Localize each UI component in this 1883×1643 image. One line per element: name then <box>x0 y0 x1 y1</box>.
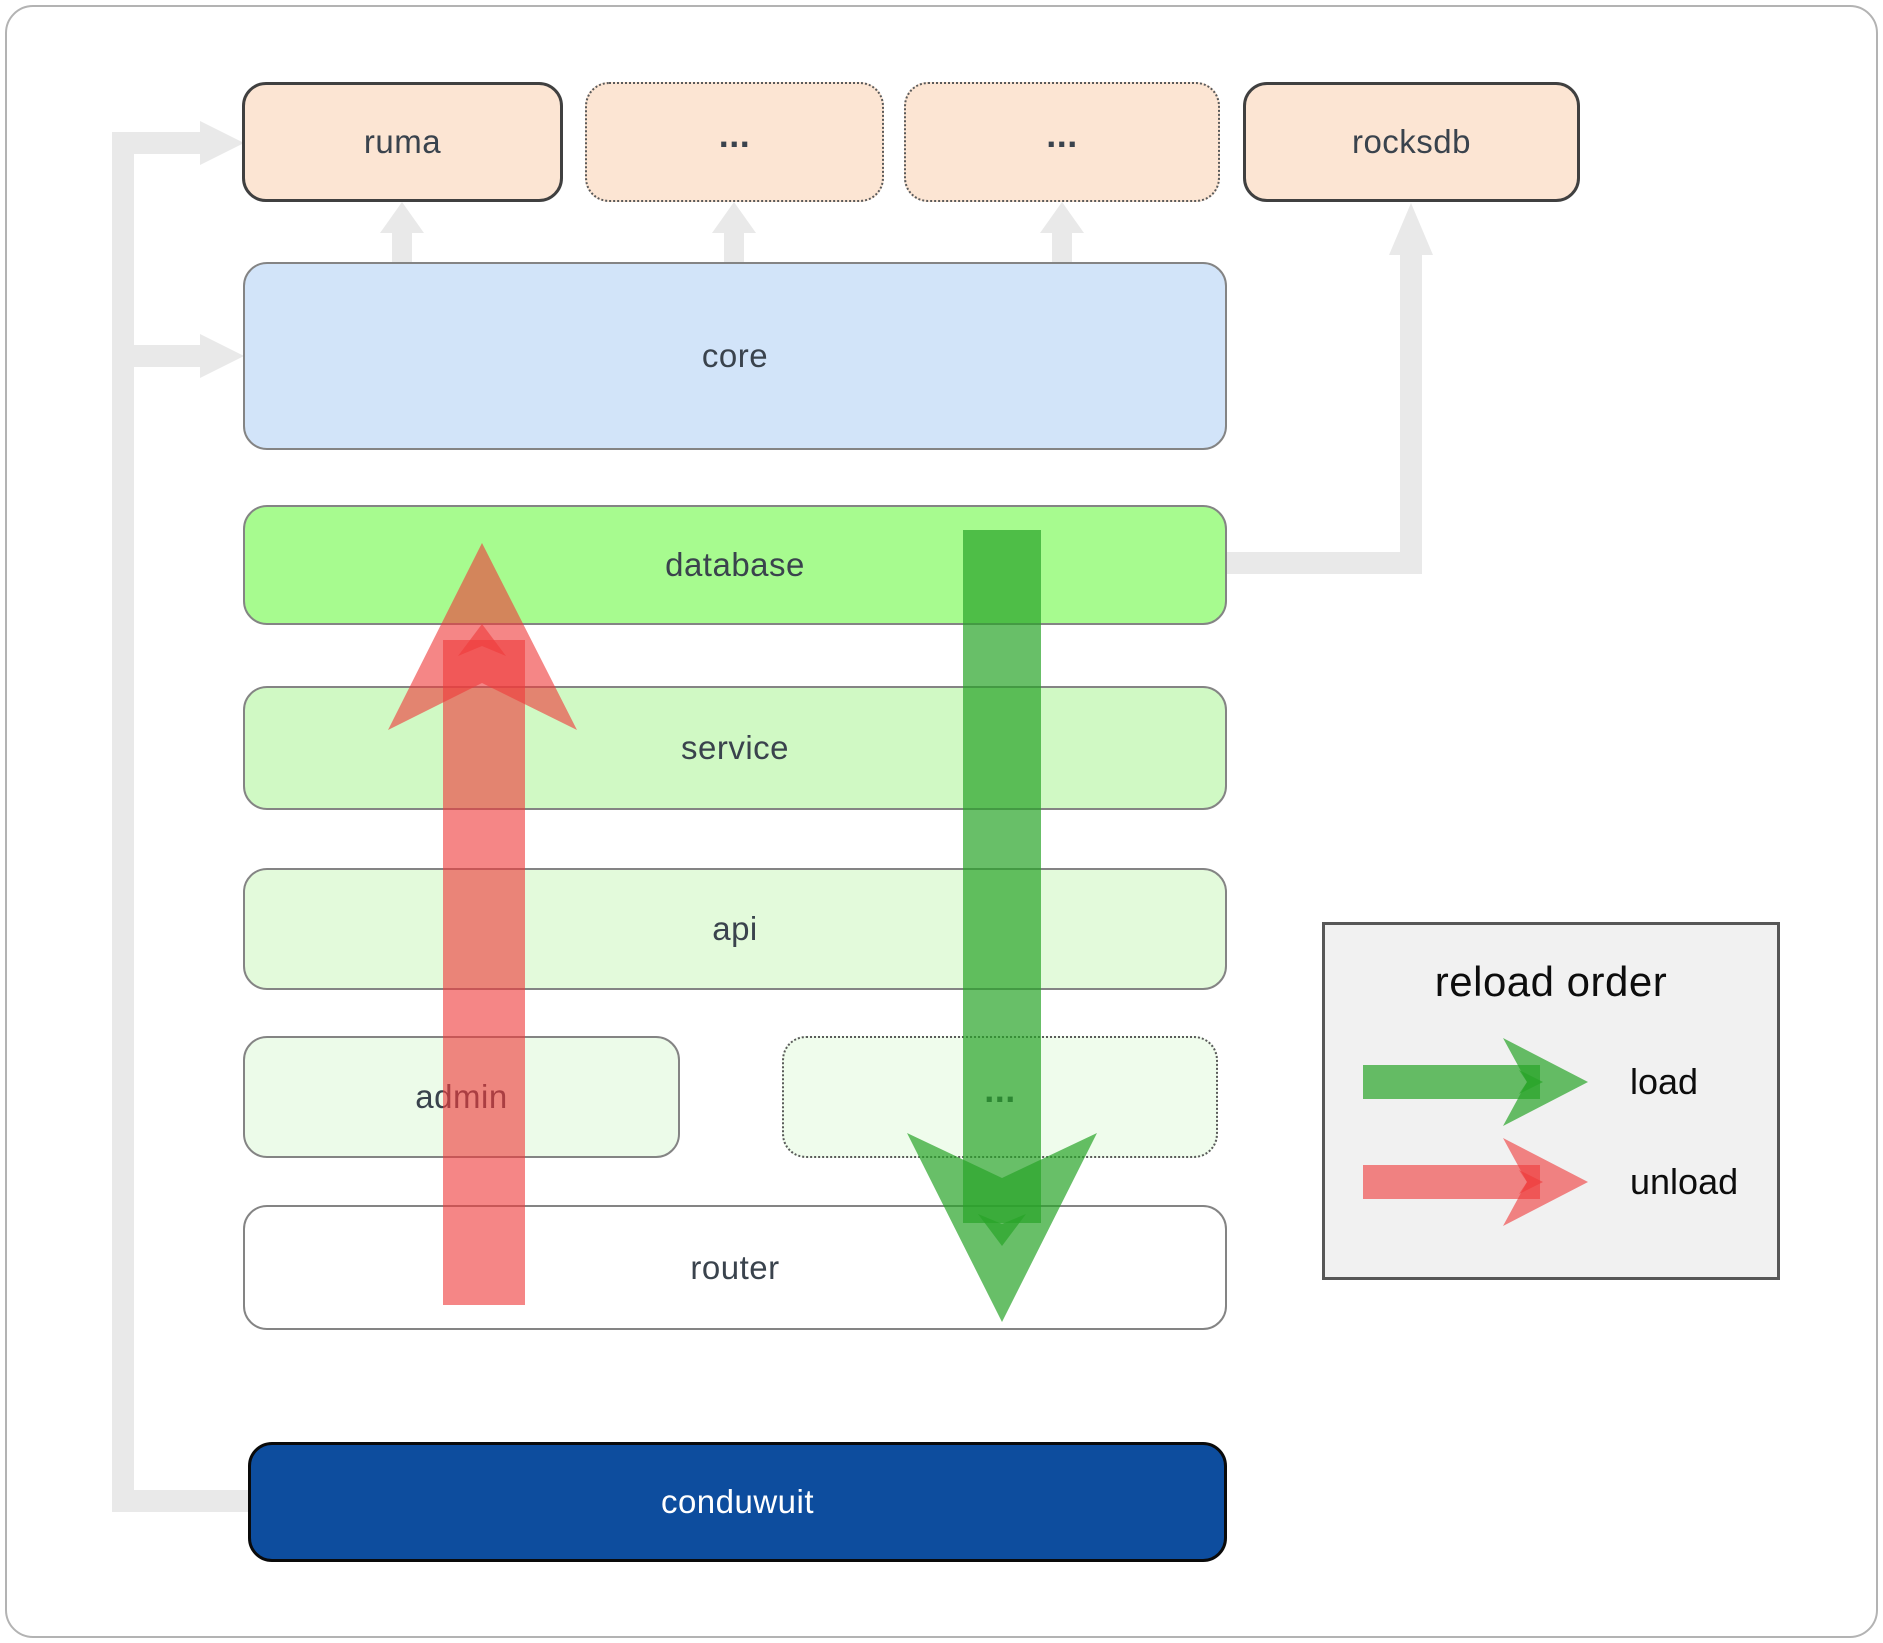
node-database-label: database <box>665 546 805 583</box>
node-conduwuit-label: conduwuit <box>660 1483 815 1520</box>
connector-conduwuit-trunk <box>112 121 252 1512</box>
load-arrow-shaft <box>963 530 1041 1223</box>
node-top-pool-1: ... <box>585 82 884 202</box>
arrowhead-into-ruma <box>200 121 244 165</box>
node-service-label: service <box>680 729 790 766</box>
arrowhead-up <box>1040 202 1084 233</box>
node-top-pool-2: ... <box>904 82 1220 202</box>
connector-core-to-ruma <box>380 202 424 263</box>
node-core-label: core <box>701 337 769 374</box>
legend-load-arrow-shaft <box>1363 1065 1540 1099</box>
node-api-label: api <box>712 910 758 947</box>
legend-unload-arrow-head <box>1503 1138 1588 1226</box>
arrowhead-up <box>380 202 424 233</box>
node-router: router <box>243 1205 1227 1330</box>
node-ruma: ruma <box>242 82 563 202</box>
connector-core-to-dots1 <box>712 202 756 263</box>
legend-load-arrow-notch <box>1519 1070 1543 1094</box>
arrowhead-into-core <box>200 334 244 378</box>
node-ruma-label: ruma <box>363 123 442 160</box>
unload-arrow <box>388 543 577 1305</box>
node-top-pool-2-label: ... <box>1046 114 1078 155</box>
arrowhead-into-rocksdb <box>1389 203 1433 255</box>
unload-arrow-shaft <box>443 640 525 1305</box>
legend-unload-label: unload <box>1630 1161 1739 1202</box>
legend-unload-arrow <box>1363 1138 1588 1226</box>
node-router-label: router <box>690 1248 780 1286</box>
legend-unload-arrow-notch <box>1519 1170 1543 1194</box>
node-conduwuit: conduwuit <box>248 1442 1227 1562</box>
legend-load-arrow <box>1363 1038 1588 1126</box>
connector-database-to-rocksdb <box>1227 203 1433 574</box>
connector-conduwuit-up-line <box>112 132 252 1512</box>
load-arrow <box>907 530 1097 1322</box>
legend-load-arrow-head <box>1503 1038 1588 1126</box>
unload-arrow-notch <box>458 624 506 656</box>
connector-core-to-dots2 <box>1040 202 1084 263</box>
elbow-line <box>1227 253 1422 574</box>
legend-unload-arrow-shaft <box>1363 1165 1540 1199</box>
node-top-pool-1-label: ... <box>718 114 751 155</box>
legend-title: reload order <box>1434 958 1668 1005</box>
legend-load-label: load <box>1630 1061 1699 1102</box>
node-api: api <box>243 868 1227 990</box>
load-arrow-notch <box>978 1214 1026 1246</box>
arrowhead-up <box>712 202 756 233</box>
node-rocksdb-label: rocksdb <box>1351 123 1472 160</box>
node-core: core <box>243 262 1227 450</box>
node-database: database <box>243 505 1227 625</box>
node-rocksdb: rocksdb <box>1243 82 1580 202</box>
